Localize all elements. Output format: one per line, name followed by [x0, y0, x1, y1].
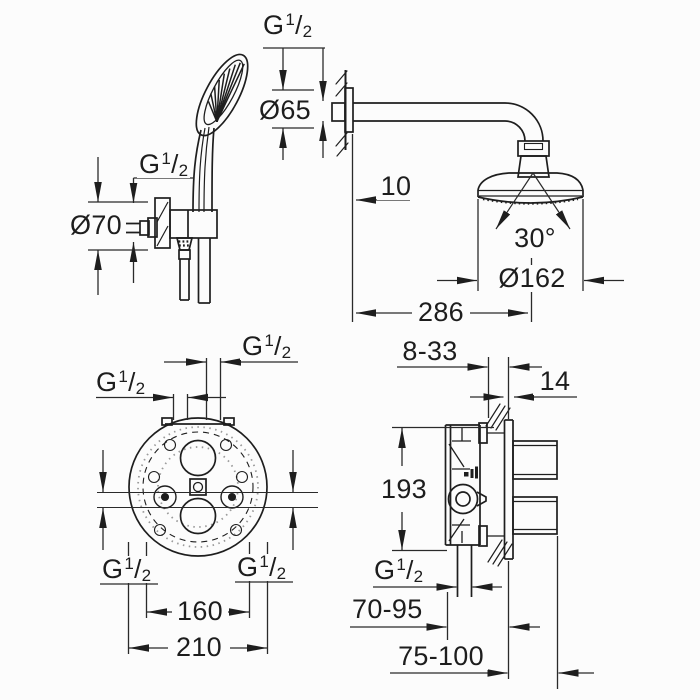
dim-label-escutcheon-diameter: Ø70 [66, 212, 126, 239]
shower-hose [175, 237, 194, 301]
head-shower [477, 140, 584, 205]
dim-label-front-bottom-left-thread: G1/2 [100, 554, 154, 585]
dim-label-side-bottom-thread: G1/2 [372, 555, 426, 586]
thread-slash: / [406, 555, 414, 585]
thread-numerator: 1 [259, 552, 270, 571]
hand-shower-handle [192, 126, 215, 304]
thread-base: G [374, 555, 396, 585]
dim-label-plaster-depth-range: 8-33 [396, 338, 464, 365]
valve-body [444, 422, 504, 597]
wall-union [122, 197, 171, 249]
dim-label-wall-offset: 10 [377, 173, 415, 200]
valve-front-view-drawing [128, 417, 268, 557]
rough-in-housing-circle [128, 417, 268, 557]
thread-slash: / [171, 149, 179, 179]
valve-handles [512, 440, 558, 535]
dim-label-hand-shower-thread: G1/2 [137, 149, 191, 180]
shower-arm [353, 102, 544, 142]
dim-label-body-height: 193 [377, 476, 431, 503]
head-shower-drawing [331, 70, 584, 205]
thread-slash: / [128, 367, 136, 397]
thread-slash: / [269, 552, 277, 582]
top-cartridge-circle [179, 439, 217, 477]
thread-numerator: 1 [124, 554, 135, 573]
texture-ring-outer [137, 426, 259, 548]
dim-label-head-diameter: Ø162 [492, 265, 572, 292]
shower-holder [169, 209, 218, 239]
thread-denominator: 2 [413, 567, 424, 586]
mounting-ring-dashed [142, 431, 254, 543]
thread-base: G [139, 149, 161, 179]
dim-label-front-top-left-thread: G1/2 [94, 367, 148, 398]
thread-numerator: 1 [285, 10, 296, 29]
bottom-cartridge-circle [179, 497, 217, 535]
plaster-shield [485, 403, 514, 567]
dim-label-plate-diameter: 210 [168, 634, 230, 661]
thread-slash: / [295, 10, 303, 40]
dim-label-inlet-depth-range: 70-95 [350, 594, 423, 624]
dim-label-arm-projection: 286 [412, 299, 470, 326]
thread-numerator: 1 [396, 555, 407, 574]
thread-base: G [263, 10, 285, 40]
thread-denominator: 2 [276, 564, 287, 583]
thread-denominator: 2 [281, 343, 292, 362]
spray-face-dots [482, 197, 579, 205]
thread-base: G [237, 552, 259, 582]
mounting-screws [147, 438, 249, 537]
thread-denominator: 2 [135, 379, 146, 398]
thread-denominator: 2 [141, 566, 152, 585]
thread-numerator: 1 [264, 331, 275, 350]
hand-shower-head [195, 53, 249, 137]
dim-label-port-spacing: 160 [172, 598, 228, 625]
wall-hatching [485, 403, 513, 567]
spray-face-pattern [207, 62, 245, 123]
thread-denominator: 2 [178, 161, 189, 180]
valve-side-view-dimensions [350, 357, 594, 689]
dim-label-front-bottom-right-thread: G1/2 [235, 552, 289, 583]
thread-slash: / [274, 331, 282, 361]
dim-label-front-top-right-thread: G1/2 [240, 331, 294, 362]
hand-shower-drawing [122, 53, 249, 304]
thread-numerator: 1 [118, 367, 129, 386]
thread-numerator: 1 [161, 149, 172, 168]
dim-label-total-depth-range: 75-100 [394, 643, 488, 670]
hand-shower-dimensions [88, 157, 194, 295]
thread-base: G [102, 554, 124, 584]
thread-slash: / [134, 554, 142, 584]
thread-base: G [96, 367, 118, 397]
valve-side-view-drawing [444, 403, 558, 597]
dim-label-swivel-angle: 30° [506, 225, 564, 252]
dim-label-plate-thickness: 14 [533, 368, 577, 395]
dim-label-arm-thread: G1/2 [261, 10, 315, 41]
thread-base: G [242, 331, 264, 361]
thread-denominator: 2 [302, 22, 313, 41]
dim-label-flange-diameter: Ø65 [252, 97, 318, 124]
wall-section [331, 70, 354, 157]
